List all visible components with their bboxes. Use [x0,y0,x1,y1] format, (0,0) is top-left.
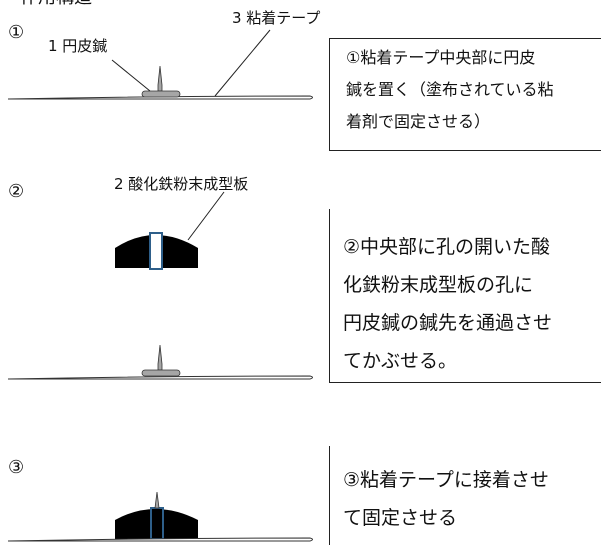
plate-hole-2 [149,232,163,270]
needle-1 [157,65,163,92]
adhesive-tape-1 [7,95,313,100]
step2-text-line: 化鉄粉末成型板の孔に [343,274,534,296]
step1-text-line: ①粘着テープ中央部に円皮 [346,48,536,67]
needle-tip-3 [154,491,160,509]
plate-label: 2 酸化鉄粉末成型板 [114,175,249,193]
step1-description-box: ①粘着テープ中央部に円皮 鍼を置く（塗布されている粘 着剤で固定させる） [329,38,601,151]
needle-leader-line [111,59,151,92]
needle-base-1 [141,90,181,98]
adhesive-tape-3 [7,537,313,542]
step2-text-line: 円皮鍼の鍼先を通過させ [343,312,553,334]
step3-text-line: て固定させる [343,507,458,529]
step2-text-line: ②中央部に孔の開いた酸 [343,236,551,258]
page-title: 作用構造 [20,0,92,9]
needle-2 [157,344,163,371]
step3-illustration [7,491,313,542]
step1-illustration [7,29,313,100]
step3-text-line: ③粘着テープに接着させ [343,469,549,491]
needle-base-2 [141,369,181,377]
needle-label: 1 円皮鍼 [48,37,108,55]
adhesive-tape-2 [7,375,313,380]
step3-description-box: ③粘着テープに接着させ て固定させる [329,446,601,545]
step-number-1: ① [8,22,25,43]
plate-hole-3 [150,507,164,540]
step-number-3: ③ [8,457,25,478]
step2-illustration [7,191,313,380]
step-number-2: ② [8,181,25,202]
plate-leader-line [187,191,225,241]
step1-text-line: 鍼を置く（塗布されている粘 [346,80,554,99]
tape-leader-line [214,29,271,97]
tape-label: 3 粘着テープ [232,9,321,27]
step2-description-box: ②中央部に孔の開いた酸 化鉄粉末成型板の孔に 円皮鍼の鍼先を通過させ てかぶせる… [329,209,601,383]
step1-text-line: 着剤で固定させる） [346,112,491,131]
step2-text-line: てかぶせる。 [343,350,458,372]
